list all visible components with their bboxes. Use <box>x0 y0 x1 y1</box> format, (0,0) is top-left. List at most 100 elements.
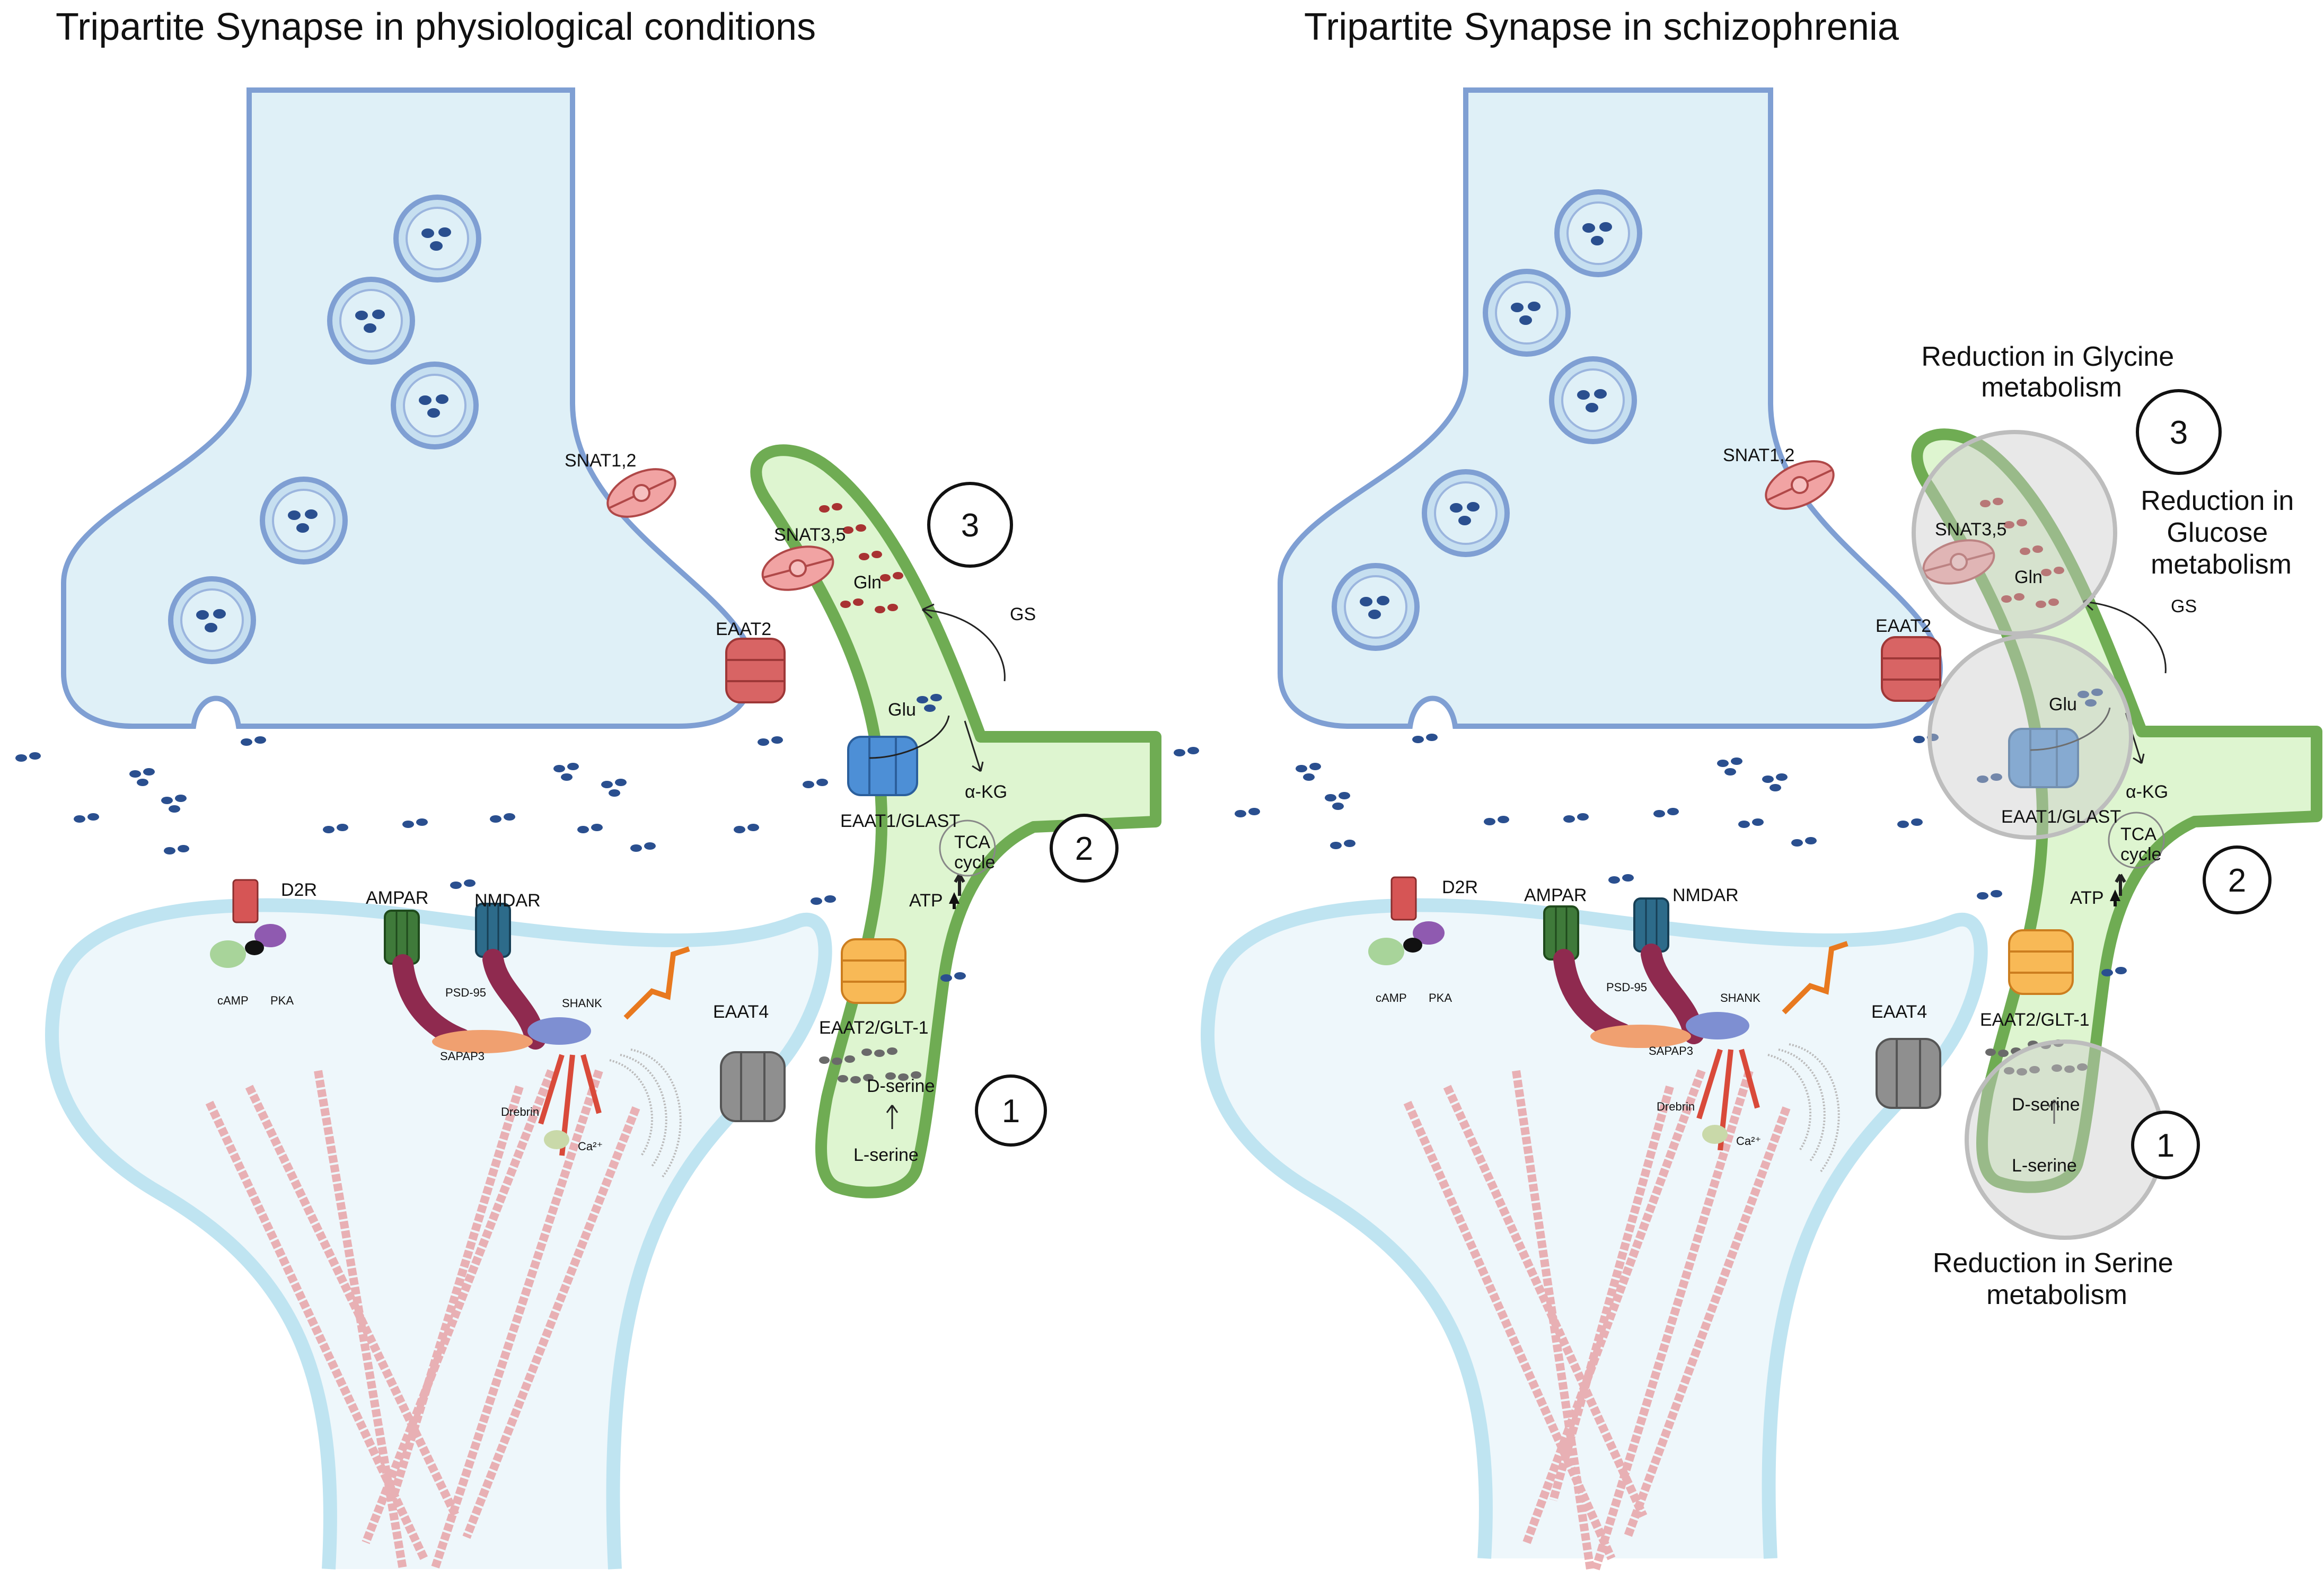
label-eaat1: EAAT1/GLAST <box>840 811 960 831</box>
astrocyte-process <box>750 444 1161 1199</box>
label-eaat2glt: EAAT2/GLT-1 <box>819 1018 929 1038</box>
postsynaptic-spine <box>45 898 832 1570</box>
annotation-serine-line1: Reduction in Serine <box>1933 1248 2173 1279</box>
d2r-receptor <box>1368 876 1445 965</box>
metabolic-arrows <box>2030 595 2167 1124</box>
label-atp: ATP <box>2070 888 2104 908</box>
annotation-glycine-line2: metabolism <box>1981 372 2122 403</box>
marker-1: 1 <box>975 1074 1047 1147</box>
eaat2-transporter <box>1881 636 1941 702</box>
label-lserine: L-serine <box>2012 1156 2077 1176</box>
label-ampar: AMPAR <box>366 888 428 908</box>
annotation-glucose-line3: metabolism <box>2151 549 2292 580</box>
panel-title: Tripartite Synapse in schizophrenia <box>1304 6 1899 48</box>
label-camp: cAMP <box>1376 991 1407 1005</box>
label-glu: Glu <box>2049 694 2077 715</box>
label-gln: Gln <box>853 572 882 593</box>
synaptic-vesicle <box>171 579 253 662</box>
label-eaat2: EAAT2 <box>716 619 771 639</box>
label-camp: cAMP <box>217 994 249 1007</box>
shank-protein <box>1686 1012 1749 1039</box>
d2r-receptor <box>210 879 286 968</box>
synaptic-vesicle <box>262 479 345 562</box>
label-snat12: SNAT1,2 <box>1723 445 1794 465</box>
shank-protein <box>527 1017 591 1045</box>
homer-scaffold <box>1696 941 1848 1151</box>
annotation-glucose-line2: Glucose <box>2167 517 2268 548</box>
annotation-serine: Reduction in Serine metabolism <box>1933 1248 2181 1310</box>
label-shank: SHANK <box>1720 991 1760 1005</box>
eaat4-transporter <box>720 1051 786 1122</box>
marker-1: 1 <box>2131 1111 2200 1179</box>
label-drebrin: Drebrin <box>1657 1100 1695 1113</box>
label-sapap3: SAPAP3 <box>1649 1044 1693 1058</box>
label-pka: PKA <box>1429 991 1452 1005</box>
metabolic-arrows <box>869 603 1006 1129</box>
nmdar-receptor <box>1633 897 1669 953</box>
marker-3: 3 <box>2136 389 2222 475</box>
label-pka: PKA <box>270 994 294 1007</box>
label-glu: Glu <box>888 700 916 720</box>
glt1-transporter <box>841 938 906 1004</box>
marker-3: 3 <box>927 482 1013 568</box>
annotation-glucose: Reduction in Glucose metabolism <box>2141 486 2302 580</box>
actin-filaments <box>1403 1069 1791 1571</box>
label-nmdar: NMDAR <box>1672 885 1739 905</box>
label-dserine: D-serine <box>867 1076 935 1096</box>
label-lserine: L-serine <box>853 1145 919 1165</box>
label-atp: ATP <box>909 891 943 911</box>
label-d2r: D2R <box>281 880 317 900</box>
label-nmdar: NMDAR <box>474 891 541 911</box>
astrocyte-process <box>1911 428 2322 1193</box>
synaptic-vesicle <box>330 279 412 362</box>
label-sapap3: SAPAP3 <box>440 1050 485 1063</box>
label-psd95: PSD-95 <box>1606 981 1647 994</box>
label-eaat2glt: EAAT2/GLT-1 <box>1980 1010 2090 1030</box>
svg-text:1: 1 <box>1002 1093 1020 1130</box>
panel-schizophrenia: Tripartite Synapse in schizophrenia <box>1174 6 2322 1571</box>
annotation-glycine-line1: Reduction in Glycine <box>1921 341 2174 372</box>
label-snat35: SNAT3,5 <box>1935 519 2006 540</box>
label-snat35: SNAT3,5 <box>774 525 846 545</box>
actin-filaments <box>205 1069 640 1571</box>
synaptic-vesicle <box>393 364 476 447</box>
synaptic-vesicle <box>1334 566 1417 648</box>
annotation-serine-line2: metabolism <box>1986 1280 2127 1310</box>
label-akg: α-KG <box>965 782 1007 802</box>
eaat1-transporter <box>847 736 918 796</box>
svg-text:1: 1 <box>2156 1127 2175 1164</box>
synaptic-vesicle <box>1424 472 1507 554</box>
label-snat12: SNAT1,2 <box>565 451 636 471</box>
label-d2r: D2R <box>1442 877 1478 897</box>
synaptic-vesicle <box>396 197 479 280</box>
label-eaat2: EAAT2 <box>1876 616 1931 636</box>
label-shank: SHANK <box>562 997 602 1010</box>
synaptic-vesicle <box>1485 271 1568 354</box>
calcium-channel <box>544 1130 569 1149</box>
panel-title: Tripartite Synapse in physiological cond… <box>56 6 816 48</box>
calcium-channel <box>1702 1125 1728 1144</box>
label-gs: GS <box>1010 604 1036 624</box>
spine-apparatus <box>609 1048 682 1178</box>
atp-arrows <box>949 889 2120 909</box>
svg-text:2: 2 <box>1075 831 1093 867</box>
annotation-glucose-line1: Reduction in <box>2141 486 2294 516</box>
label-eaat4: EAAT4 <box>1871 1002 1927 1022</box>
label-gln: Gln <box>2014 567 2043 587</box>
svg-text:3: 3 <box>2170 415 2188 451</box>
label-akg: α-KG <box>2126 782 2168 802</box>
label-gs: GS <box>2171 596 2197 616</box>
sapap3-protein <box>1590 1025 1691 1048</box>
reduction-overlay-glycine-glucose <box>1912 430 2117 636</box>
label-eaat1: EAAT1/GLAST <box>2001 807 2121 827</box>
eaat2-transporter <box>725 638 786 703</box>
label-ca: Ca²⁺ <box>1736 1134 1761 1148</box>
spine-apparatus <box>1767 1043 1840 1173</box>
label-eaat4: EAAT4 <box>713 1002 769 1022</box>
annotation-glycine: Reduction in Glycine metabolism <box>1921 341 2181 403</box>
glt1-transporter <box>2008 929 2074 995</box>
svg-text:2: 2 <box>2228 862 2246 899</box>
